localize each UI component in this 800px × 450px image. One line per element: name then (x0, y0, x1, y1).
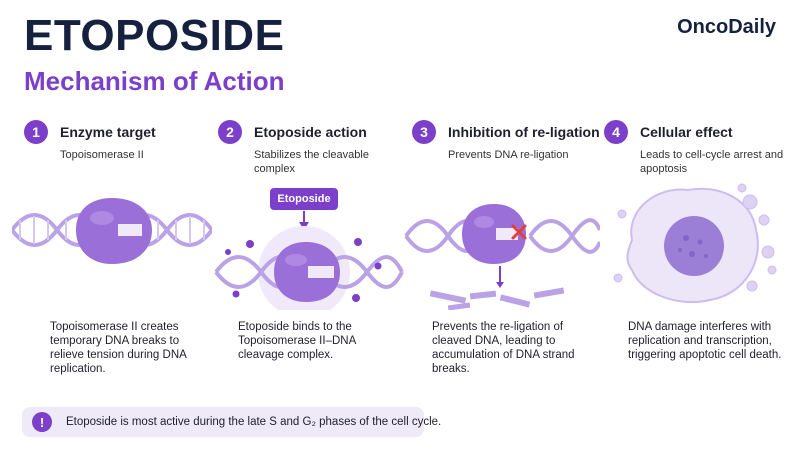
etoposide-molecules-icon (225, 238, 382, 302)
enzyme-icon (462, 204, 526, 264)
brand-logo: OncoDaily (677, 16, 776, 38)
enzyme-icon (76, 198, 152, 264)
etoposide-label: Etoposide (270, 188, 338, 210)
step-description: Prevents the re-ligation of cleaved DNA,… (432, 321, 575, 375)
step-description: Topoisomerase II creates temporary DNA b… (50, 321, 187, 375)
step-header: 4 Cellular effect (604, 120, 733, 144)
apoptotic-cell-illustration (613, 183, 777, 304)
page-subtitle: Mechanism of Action (24, 66, 285, 96)
apoptotic-bodies-icon (613, 183, 777, 292)
step-subtitle: Stabilizes the cleavable complex (254, 149, 369, 175)
page-title: ETOPOSIDE (24, 11, 285, 60)
step-title: Inhibition of re-ligation (448, 124, 600, 140)
step-title: Etoposide action (254, 124, 367, 140)
step-number-badge: 3 (412, 120, 436, 144)
step-cellular-effect: 4 Cellular effect Leads to cell-cycle ar… (604, 120, 794, 390)
step-enzyme-target: 1 Enzyme target Topoisomerase II Topoiso… (12, 120, 214, 390)
step-etoposide-action: 2 Etoposide action Stabilizes the cleava… (214, 120, 408, 390)
exclamation-icon: ! (32, 412, 52, 432)
topoisomerase-dna-illustration (12, 198, 212, 264)
step-title: Enzyme target (60, 124, 156, 140)
info-note: ! Etoposide is most active during the la… (22, 407, 441, 437)
step-header: 3 Inhibition of re-ligation (412, 120, 600, 144)
step-subtitle: Prevents DNA re-ligation (448, 149, 569, 161)
step-inhibition-religation: 3 Inhibition of re-ligation Prevents DNA… (404, 120, 602, 390)
nucleus-icon (664, 216, 724, 276)
step-number-badge: 2 (218, 120, 242, 144)
step-description: Etoposide binds to the Topoisomerase II–… (238, 321, 356, 361)
blocked-cross-icon (511, 224, 527, 240)
note-text: Etoposide is most active during the late… (66, 416, 442, 428)
step-title: Cellular effect (640, 124, 733, 140)
step-number-badge: 1 (24, 120, 48, 144)
step-number-badge: 4 (604, 120, 628, 144)
step-description: DNA damage interferes with replication a… (628, 321, 782, 361)
step-header: 2 Etoposide action (218, 120, 367, 144)
religation-block-illustration (404, 204, 600, 310)
etoposide-binding-illustration (214, 211, 404, 310)
step-subtitle: Topoisomerase II (60, 149, 144, 161)
broken-dna-fragments-icon (429, 287, 565, 310)
step-header: 1 Enzyme target (24, 120, 156, 144)
step-subtitle: Leads to cell-cycle arrest and apoptosis (640, 149, 784, 175)
enzyme-icon (274, 242, 340, 302)
